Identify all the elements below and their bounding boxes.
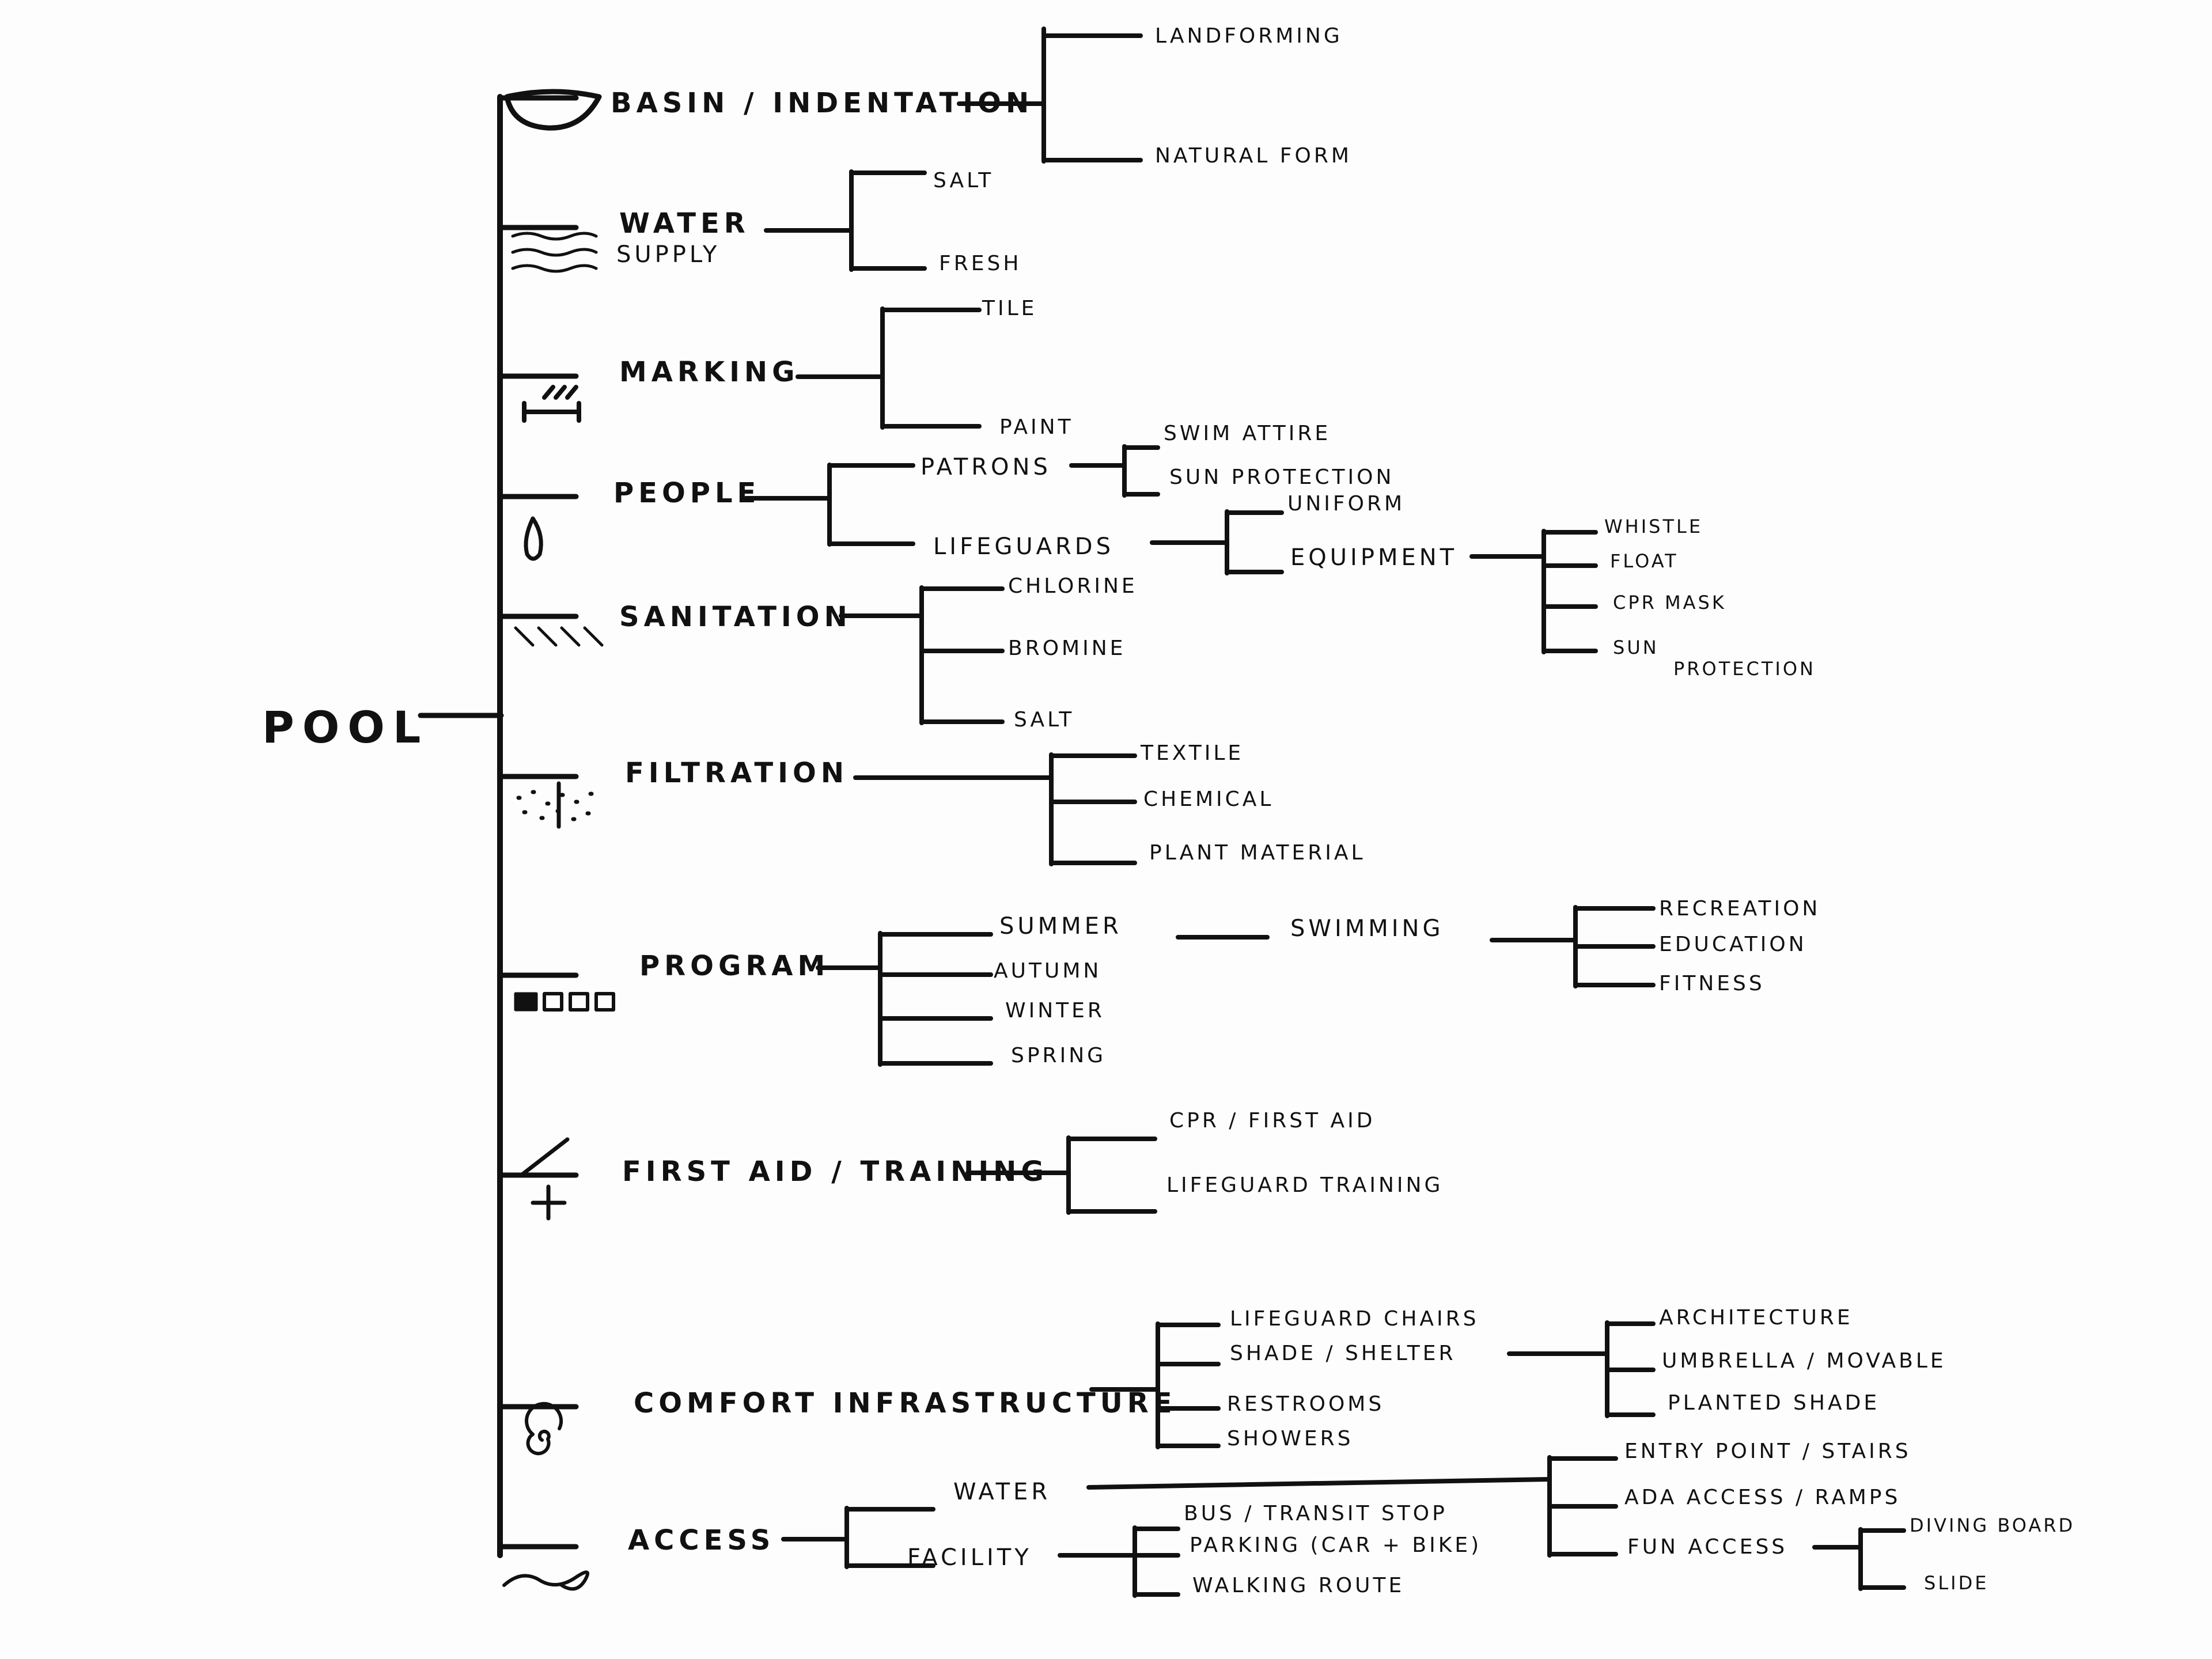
leaf-lifeguard-training: LIFEGUARD TRAINING (1166, 1173, 1444, 1197)
node-swimming: SWIMMING (1290, 915, 1444, 942)
leaf-chemical: CHEMICAL (1143, 787, 1274, 811)
leaf-restrooms: RESTROOMS (1227, 1392, 1385, 1416)
water-waves-icon (511, 232, 598, 273)
first-aid-cross-icon (519, 1137, 570, 1221)
leaf-winter: WINTER (1005, 999, 1105, 1022)
leaf-education: EDUCATION (1659, 933, 1807, 956)
leaf-swim-attire: SWIM ATTIRE (1164, 422, 1331, 445)
leaf-umbrella-movable: UMBRELLA / MOVABLE (1662, 1349, 1946, 1373)
leaf-plant-material: PLANT MATERIAL (1149, 841, 1366, 865)
squares-row-icon (514, 992, 538, 1012)
leaf-ada-access: ADA ACCESS / RAMPS (1624, 1486, 1901, 1509)
category-filtration: FILTRATION (625, 757, 849, 789)
spiral-icon (525, 1402, 563, 1456)
dotted-filter-icon (516, 781, 594, 829)
leaf-tile: TILE (982, 297, 1037, 320)
node-summer: SUMMER (999, 913, 1122, 940)
category-comfort: COMFORT INFRASTRUCTURE (634, 1387, 1177, 1419)
category-basin: BASIN / INDENTATION (611, 87, 1034, 119)
leaf-salt-sanitation: SALT (1014, 708, 1075, 732)
leaf-walking-route: WALKING ROUTE (1192, 1574, 1405, 1597)
leaf-diving-board: DIVING BOARD (1910, 1514, 2075, 1536)
leaf-entry-point: ENTRY POINT / STAIRS (1624, 1440, 1911, 1463)
category-marking: MARKING (619, 356, 800, 388)
root-label: POOL (262, 702, 429, 753)
leaf-architecture: ARCHITECTURE (1659, 1306, 1853, 1330)
leaf-lifeguard-chairs: LIFEGUARD CHAIRS (1230, 1307, 1479, 1331)
node-water-access: WATER (953, 1479, 1051, 1505)
leaf-float: FLOAT (1610, 550, 1679, 572)
person-icon (524, 516, 543, 561)
squares-row-icon (543, 992, 615, 1012)
node-fun-access: FUN ACCESS (1627, 1535, 1788, 1559)
leaf-cpr-first-aid: CPR / FIRST AID (1169, 1109, 1376, 1132)
category-first-aid: FIRST AID / TRAINING (622, 1156, 1048, 1188)
category-water: WATER (619, 207, 750, 240)
leaf-fitness: FITNESS (1659, 972, 1765, 995)
category-water-line2: SUPPLY (616, 241, 721, 268)
leaf-landforming: LANDFORMING (1155, 24, 1343, 48)
category-access: ACCESS (628, 1524, 775, 1556)
leaf-sun-line2: PROTECTION (1673, 658, 1816, 680)
leaf-uniform: UNIFORM (1287, 492, 1406, 516)
node-facility: FACILITY (907, 1544, 1032, 1571)
leaf-bromine: BROMINE (1008, 637, 1126, 660)
leaf-natural-form: NATURAL FORM (1155, 144, 1352, 168)
leaf-fresh: FRESH (939, 252, 1022, 275)
connector-line (1086, 1477, 1552, 1490)
leaf-planted-shade: PLANTED SHADE (1668, 1391, 1880, 1415)
category-program: PROGRAM (639, 950, 830, 982)
leaf-slide: SLIDE (1924, 1572, 1989, 1594)
leaf-chlorine: CHLORINE (1008, 574, 1138, 598)
leaf-autumn: AUTUMN (994, 959, 1102, 983)
leaf-parking: PARKING (CAR + BIKE) (1190, 1533, 1482, 1557)
leaf-bus-transit: BUS / TRANSIT STOP (1184, 1502, 1448, 1525)
lane-marking-icon (522, 385, 581, 423)
wave-squiggle-icon (502, 1570, 589, 1591)
category-people: PEOPLE (613, 477, 761, 509)
hatch-lines-icon (514, 626, 604, 647)
leaf-showers: SHOWERS (1227, 1427, 1354, 1450)
node-lifeguards: LIFEGUARDS (933, 533, 1114, 560)
leaf-textile: TEXTILE (1141, 741, 1244, 765)
leaf-paint: PAINT (999, 415, 1074, 439)
basin-curve-icon (504, 89, 602, 131)
leaf-salt-water: SALT (933, 169, 994, 192)
leaf-sun: SUN (1613, 637, 1659, 658)
node-shade-shelter: SHADE / SHELTER (1230, 1342, 1456, 1365)
leaf-recreation: RECREATION (1659, 897, 1821, 921)
leaf-sun-protection: SUN PROTECTION (1169, 465, 1395, 489)
leaf-spring: SPRING (1011, 1044, 1107, 1067)
node-patrons: PATRONS (921, 454, 1051, 480)
leaf-cpr-mask: CPR MASK (1613, 592, 1726, 613)
leaf-whistle: WHISTLE (1604, 516, 1703, 537)
node-equipment: EQUIPMENT (1290, 544, 1458, 571)
category-sanitation: SANITATION (619, 601, 852, 633)
